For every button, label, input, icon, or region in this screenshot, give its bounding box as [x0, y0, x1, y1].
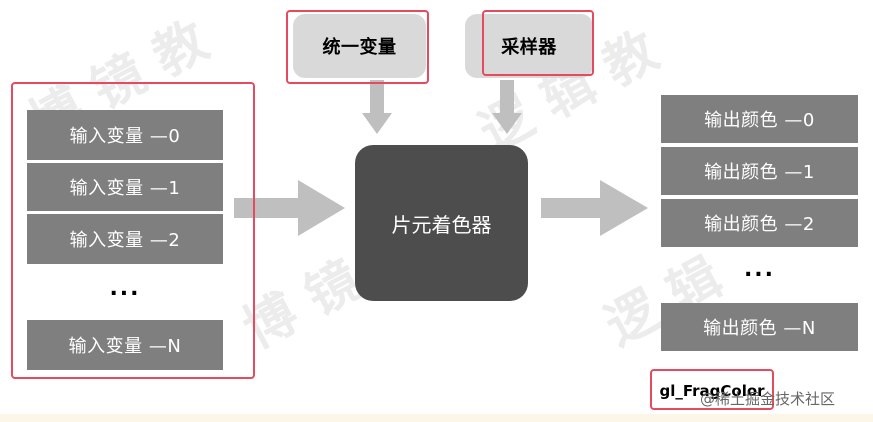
input-variable-2: 输入变量 —2: [27, 214, 223, 264]
input-variable-n: 输入变量 —N: [27, 320, 223, 370]
frag-color-highlight-frame: [650, 369, 774, 410]
output-color-2: 输出颜色 —2: [661, 199, 858, 247]
input-to-shader-arrow: [234, 180, 345, 236]
uniform-variable-label: 统一变量: [322, 37, 397, 58]
output-color-2-label: 输出颜色 —2: [704, 214, 815, 235]
output-color-1: 输出颜色 —1: [661, 147, 858, 195]
bottom-band: [0, 414, 873, 422]
sampler-label: 采样器: [501, 37, 557, 58]
output-ellipsis: ...: [743, 257, 776, 282]
output-color-0-label: 输出颜色 —0: [704, 110, 815, 131]
inputs-highlight-frame: [11, 82, 255, 379]
output-color-n: 输出颜色 —N: [661, 303, 858, 351]
uniform-highlight-frame: [286, 10, 429, 84]
output-color-n-label: 输出颜色 —N: [703, 318, 816, 339]
input-ellipsis: ...: [109, 276, 141, 301]
input-variable-0: 输入变量 —0: [27, 110, 223, 160]
credit-watermark: @稀土掘金技术社区: [700, 390, 836, 408]
frag-color-label: gl_FragColor: [656, 376, 768, 406]
input-variable-2-label: 输入变量 —2: [69, 230, 181, 251]
fragment-shader-label: 片元着色器: [391, 212, 492, 237]
sampler-chip: 采样器: [465, 14, 593, 78]
input-variable-0-label: 输入变量 —0: [69, 126, 181, 147]
input-variable-1: 输入变量 —1: [27, 163, 223, 211]
uniform-variable-chip: 统一变量: [293, 14, 426, 78]
sampler-highlight-frame: [482, 10, 594, 76]
sampler-down-arrow: [492, 80, 522, 134]
input-variable-1-label: 输入变量 —1: [69, 178, 181, 199]
input-variable-n-label: 输入变量 —N: [68, 336, 182, 357]
fragment-shader-block: 片元着色器: [355, 145, 528, 301]
output-color-0: 输出颜色 —0: [661, 95, 858, 143]
shader-to-output-arrow: [541, 180, 648, 236]
uniform-down-arrow: [362, 80, 392, 134]
output-color-1-label: 输出颜色 —1: [704, 162, 815, 183]
